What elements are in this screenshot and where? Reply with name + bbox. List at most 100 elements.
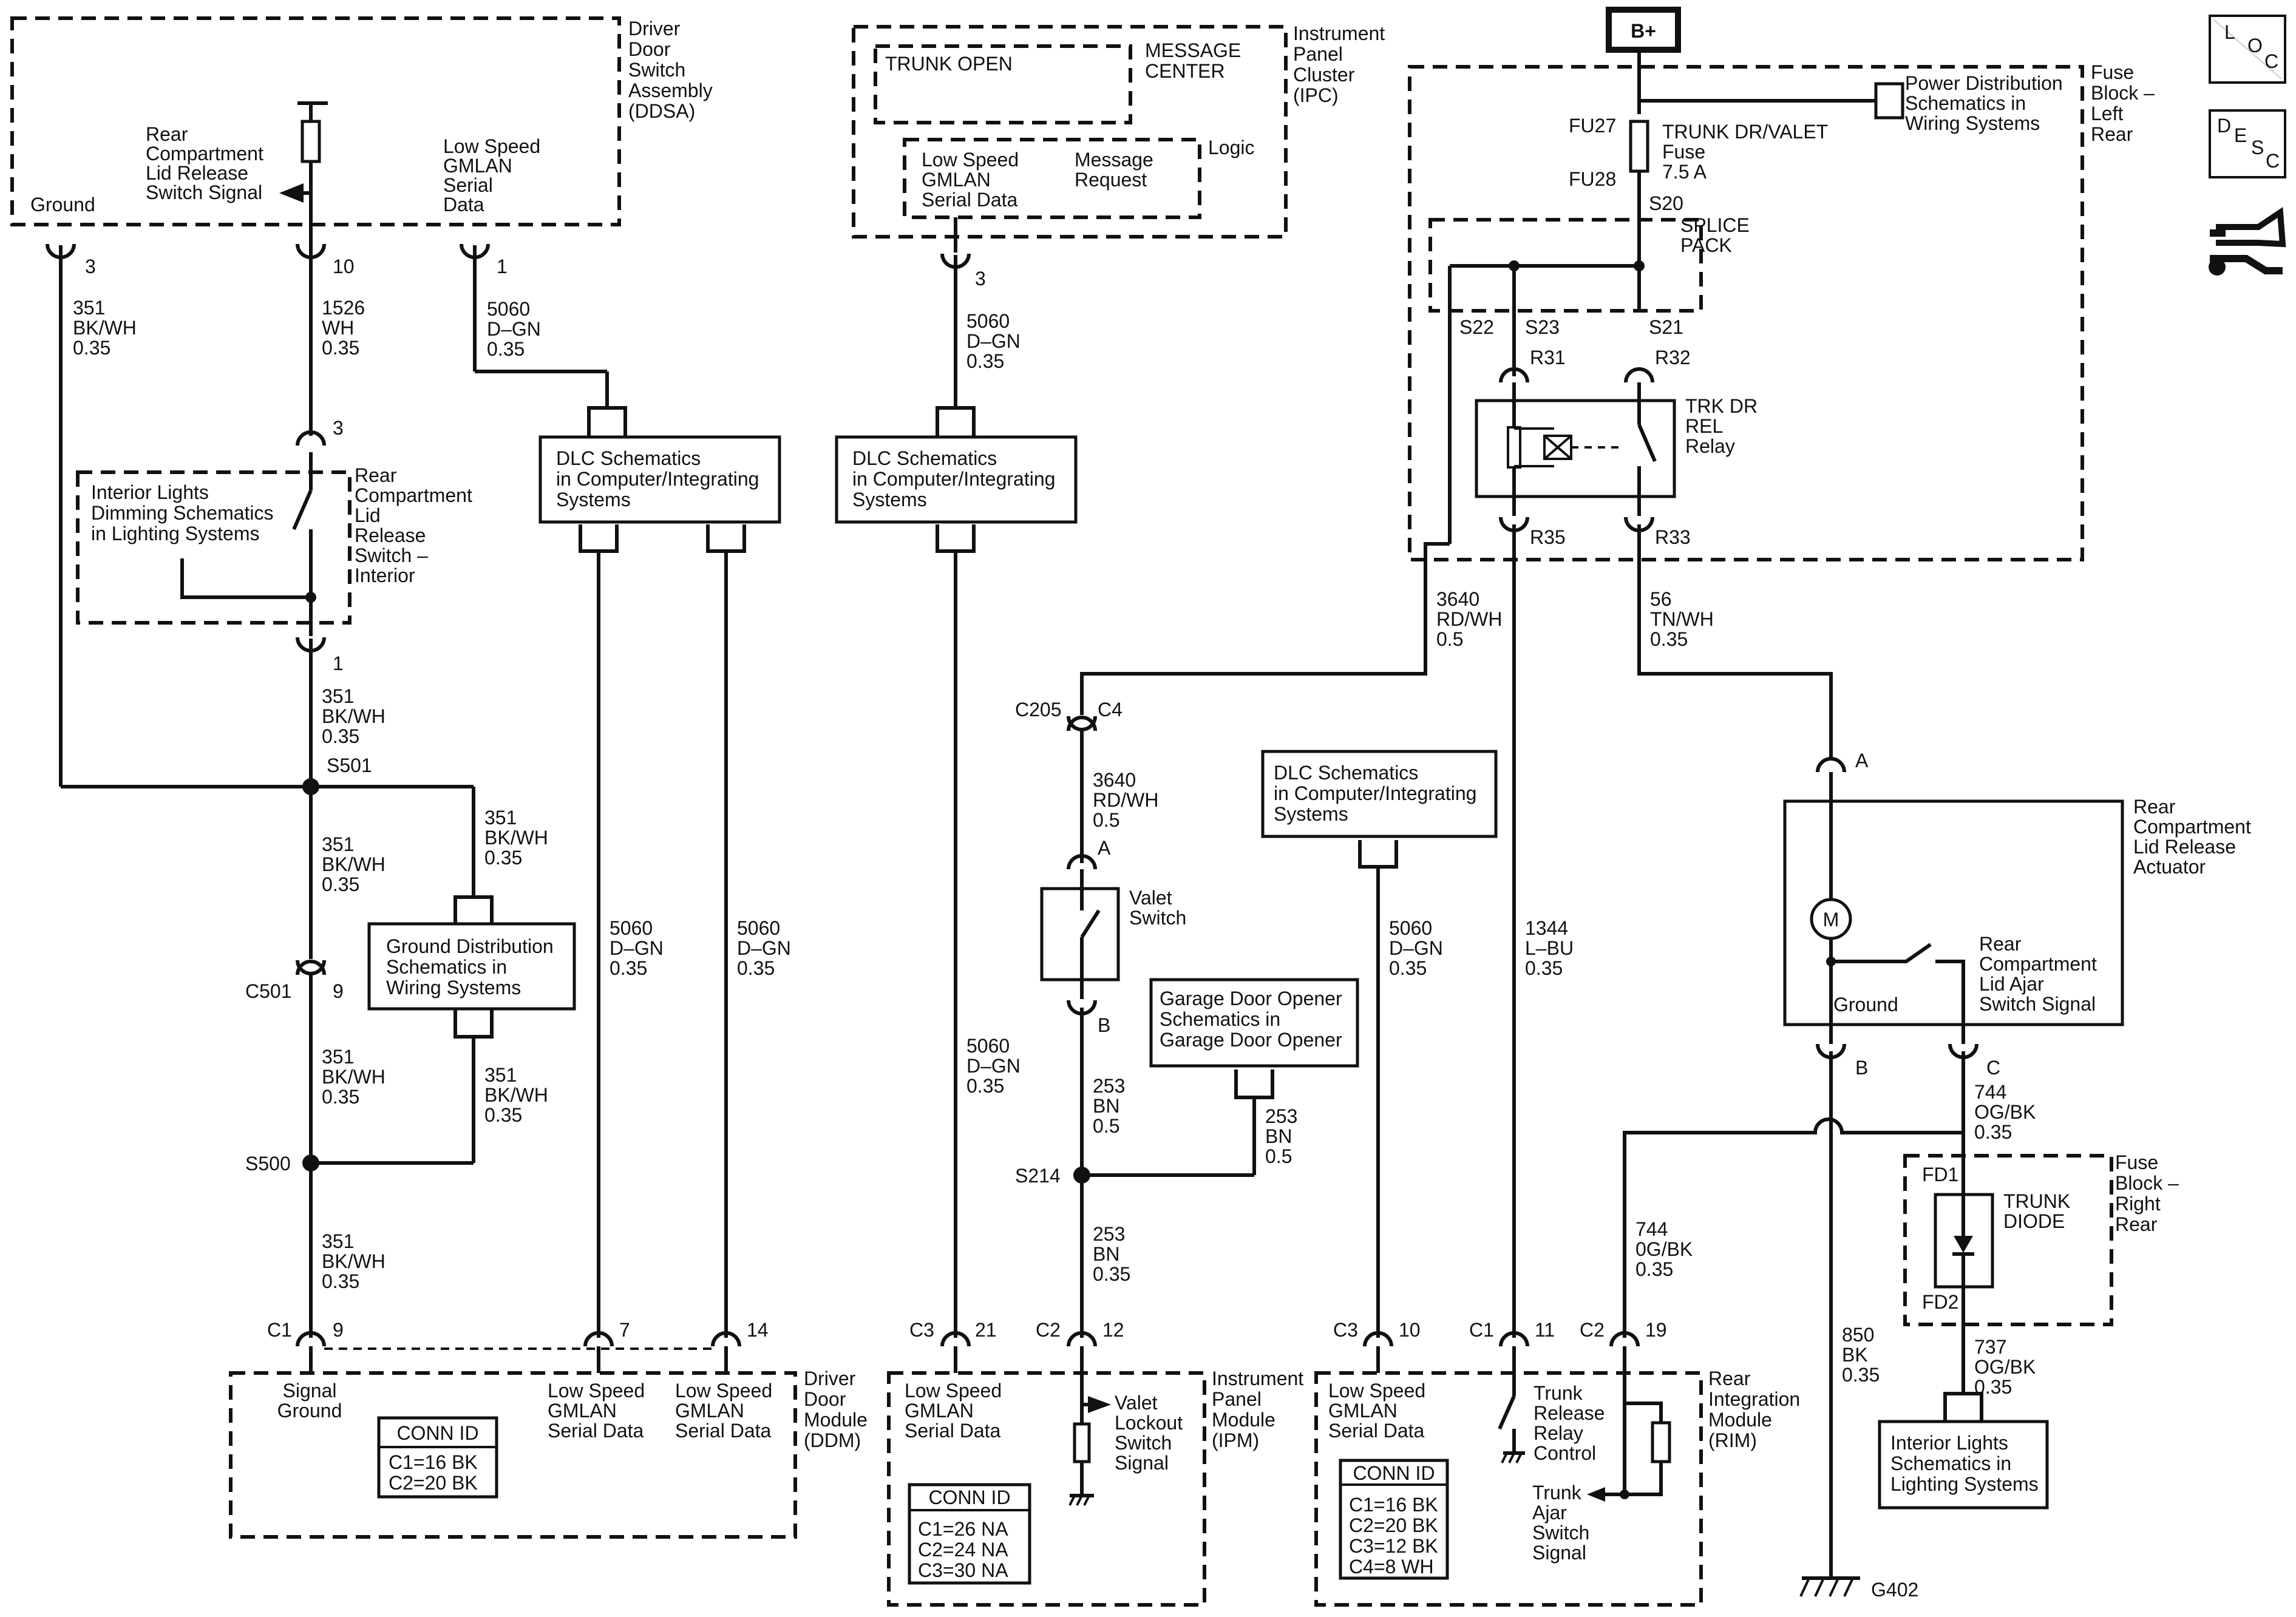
trunk-open-label: TRUNK OPEN [885, 53, 1013, 75]
svg-text:Ground: Ground [1833, 994, 1898, 1015]
pin-sw1: 1 [333, 653, 344, 674]
fuse-icon [1629, 120, 1649, 173]
arrow-left-icon [279, 183, 304, 203]
svg-text:E: E [2234, 124, 2247, 146]
pin-ddm-9: 9 [333, 1319, 344, 1341]
splice-s214-label: S214 [1015, 1165, 1061, 1187]
pin-1: 1 [497, 256, 508, 277]
battery-terminal: B+ [1606, 7, 1681, 53]
pin-3: 3 [85, 256, 96, 277]
ground-symbol-icon [1068, 1494, 1094, 1506]
pin-rim-19: 19 [1645, 1319, 1667, 1341]
pin-sw3: 3 [333, 417, 344, 439]
pin-act-b: B [1855, 1057, 1868, 1079]
pin-ipm-21: 21 [975, 1319, 997, 1341]
valet-switch [1040, 869, 1120, 999]
splice-s22: S22 [1459, 316, 1494, 338]
desc-badge[interactable]: D E S C [2209, 109, 2286, 178]
pin-valet-a: A [1098, 837, 1111, 859]
svg-text:CONN ID: CONN ID [1353, 1462, 1435, 1484]
fuse-fu27: FU27 [1569, 115, 1616, 137]
connector-rim-c3: C3 [1333, 1319, 1358, 1341]
ddsa-ground-label: Ground [30, 194, 95, 215]
svg-text:L: L [2224, 21, 2235, 43]
arrow-left-icon [1587, 1487, 1605, 1502]
svg-text:M: M [1823, 909, 1839, 931]
svg-text:D: D [2217, 115, 2231, 137]
battery-label: B+ [1631, 20, 1656, 42]
splice-s21: S21 [1649, 316, 1683, 338]
pin-ipc-3: 3 [975, 268, 986, 290]
connector-ddm-c1: C1 [267, 1319, 292, 1341]
pin-ddm-14: 14 [747, 1319, 769, 1341]
loc-badge[interactable]: L O C [2209, 15, 2286, 84]
splice-s500-label: S500 [245, 1153, 291, 1175]
connector-tool-icon[interactable] [2209, 207, 2286, 276]
relay-r33: R33 [1655, 526, 1691, 548]
splice-s20: S20 [1649, 192, 1683, 214]
svg-text:FD2: FD2 [1922, 1291, 1958, 1313]
pin-c501-9: 9 [333, 980, 344, 1002]
svg-text:S: S [2251, 137, 2264, 158]
pin-valet-b: B [1098, 1014, 1110, 1036]
pin-ipm-12: 12 [1102, 1319, 1124, 1341]
svg-text:C: C [2264, 50, 2278, 72]
connector-rim-c2: C2 [1580, 1319, 1605, 1341]
pin-rim-11: 11 [1535, 1319, 1555, 1341]
splice-s23: S23 [1525, 316, 1560, 338]
ddm-conn-id-title: CONN ID [396, 1422, 478, 1444]
connector-ipm-c3: C3 [909, 1319, 934, 1341]
